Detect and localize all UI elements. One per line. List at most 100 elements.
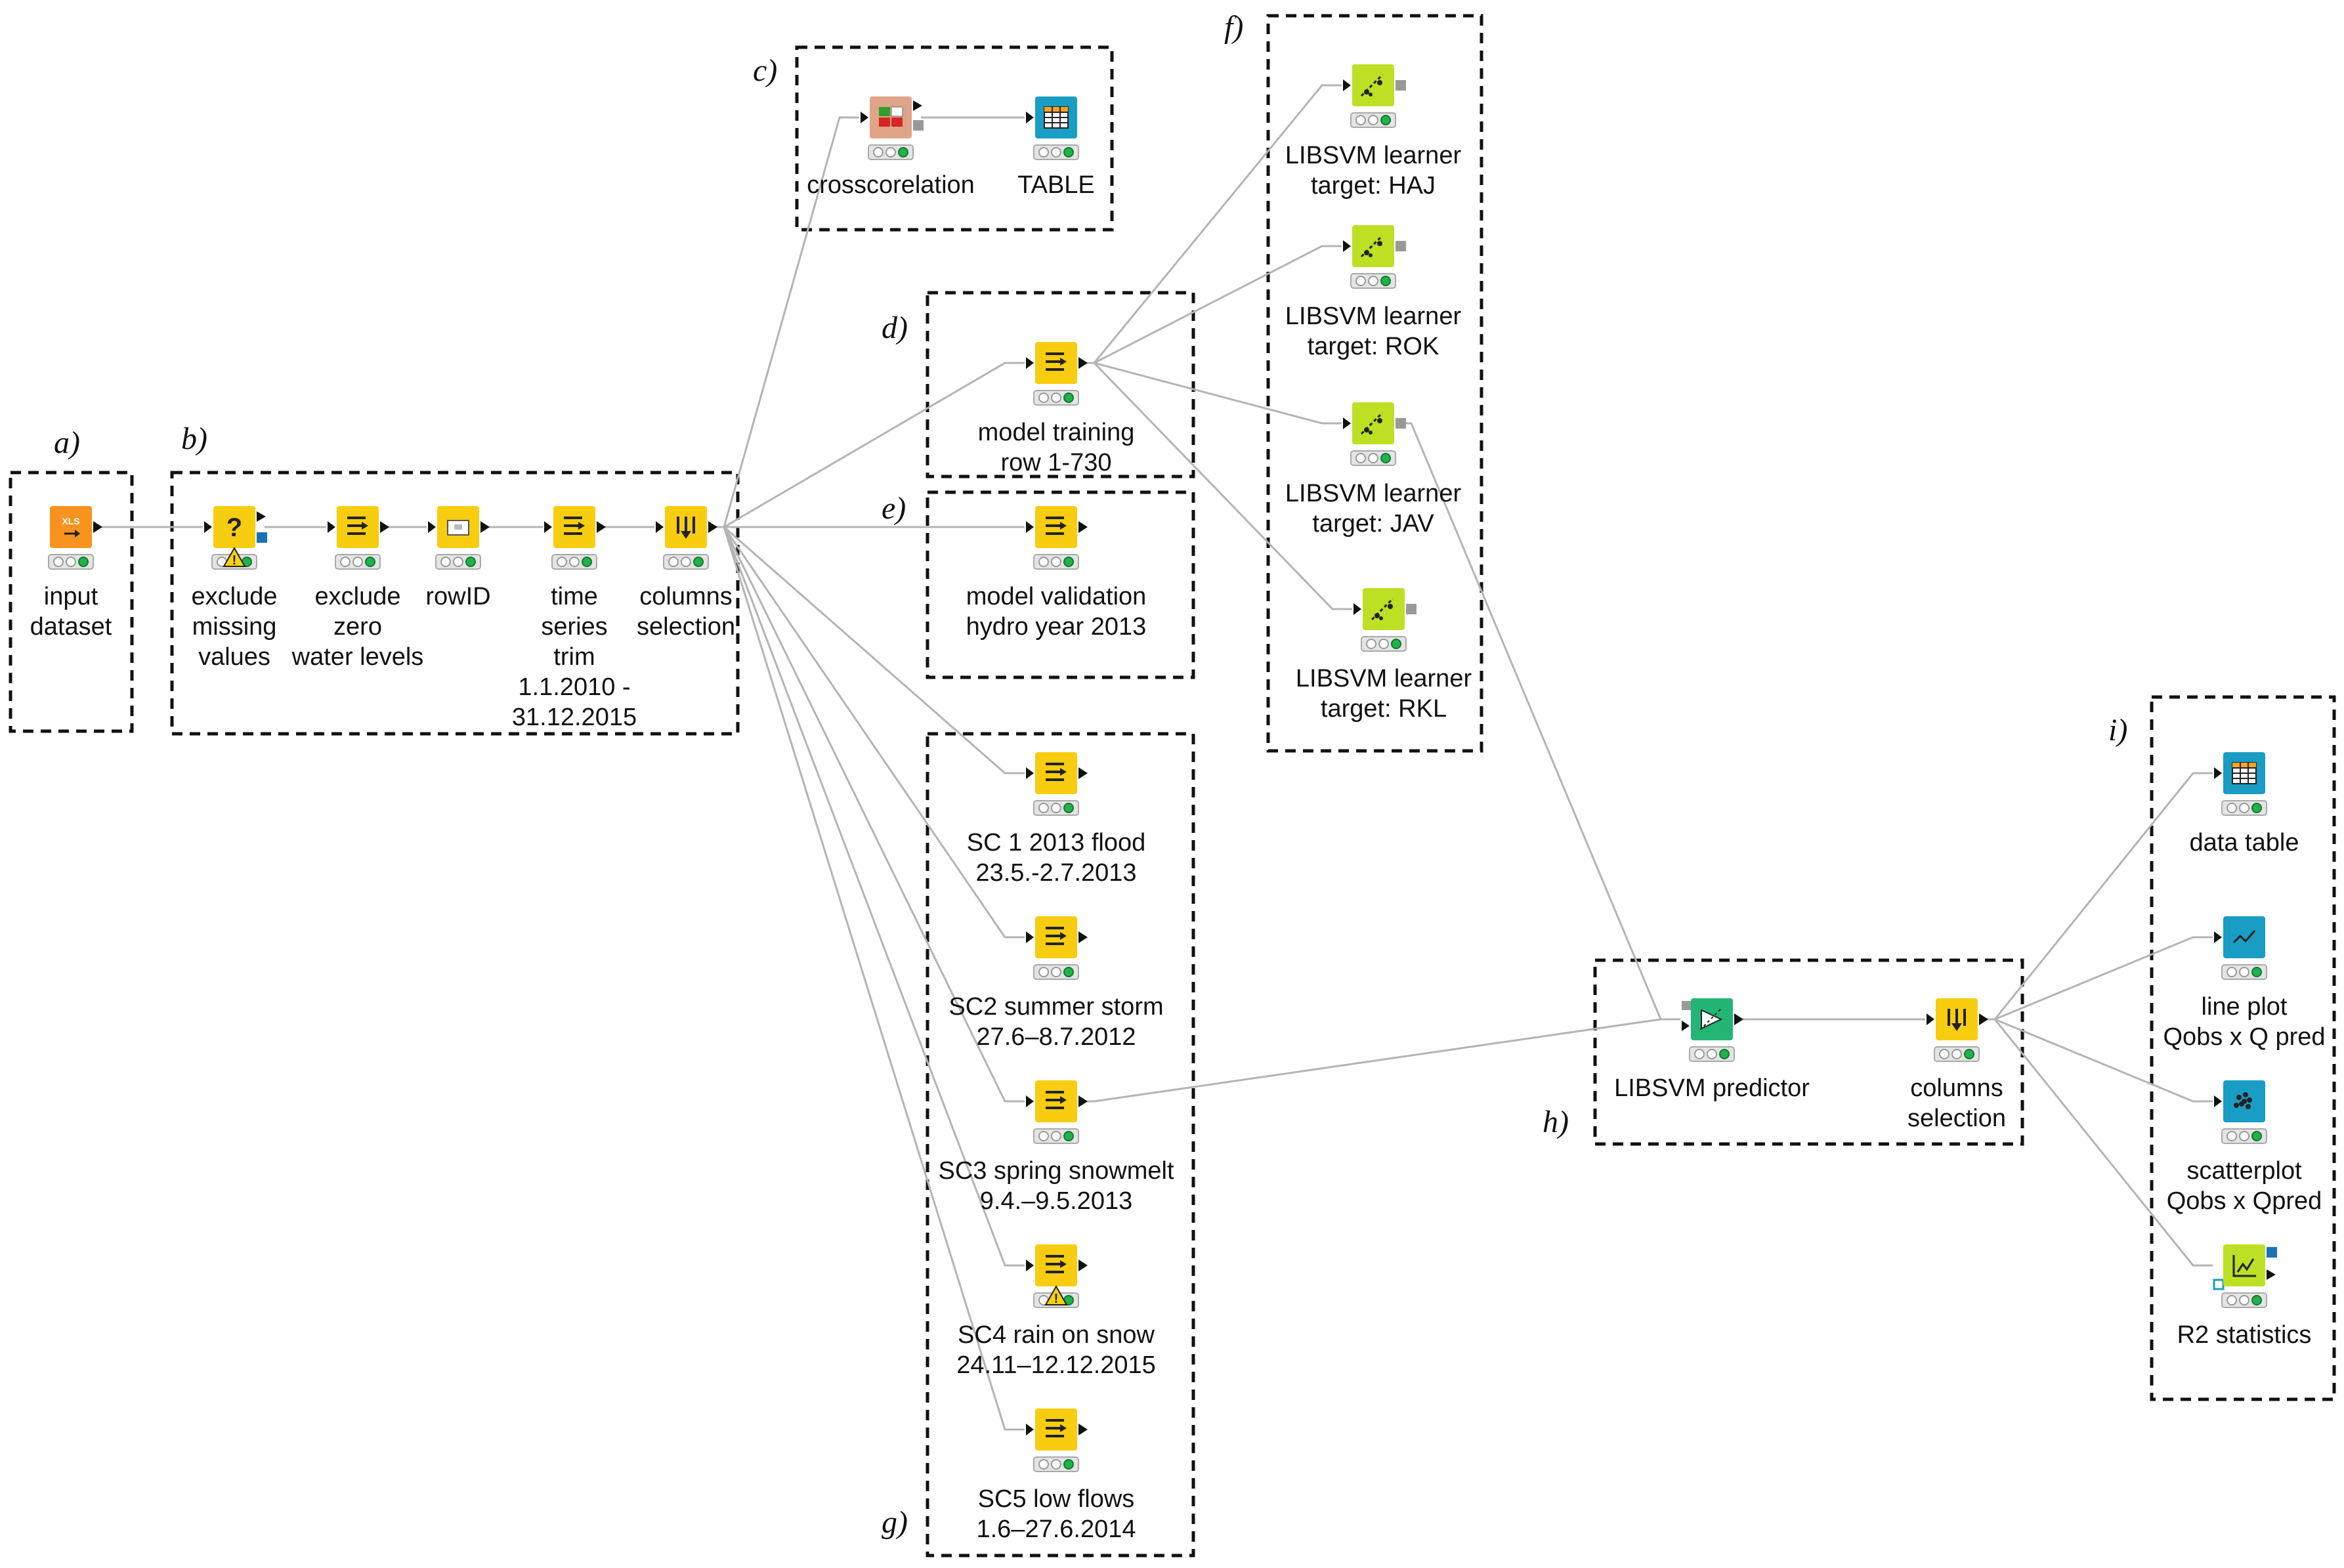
edge-colsel2-r2 — [1987, 1018, 2213, 1267]
node-sc4[interactable]: ! — [1026, 1244, 1088, 1308]
node-datatable[interactable] — [2214, 752, 2267, 816]
group-label-e: e) — [882, 491, 906, 526]
node-label-line: selection — [637, 613, 735, 641]
status-lights — [1934, 1046, 1980, 1062]
warning-icon: ! — [1044, 1284, 1068, 1306]
node-label-line: R2 statistics — [2177, 1321, 2312, 1349]
node-sc3[interactable] — [1026, 1080, 1088, 1144]
node-label-line: LIBSVM learner — [1285, 142, 1462, 169]
node-zero[interactable] — [328, 506, 389, 570]
status-lights — [1033, 554, 1079, 570]
node-colsel2[interactable] — [1927, 998, 1988, 1062]
filter-icon — [1046, 1255, 1067, 1273]
node-rowid[interactable] — [428, 506, 490, 570]
node-label-line: 31.12.2015 — [511, 704, 637, 731]
node-trim[interactable] — [544, 506, 606, 570]
group-label-b: b) — [181, 421, 207, 456]
svg-text:!: ! — [1054, 1292, 1059, 1306]
status-lights — [2221, 964, 2267, 980]
svg-text:XLS: XLS — [62, 516, 79, 526]
svm-learner-icon — [1360, 234, 1384, 258]
node-label-line: columns — [639, 583, 733, 610]
node-sc1[interactable] — [1026, 752, 1088, 816]
group-label-g: g) — [882, 1505, 908, 1540]
table-icon — [1044, 106, 1069, 129]
node-body-input[interactable] — [50, 506, 92, 548]
node-label-line: trim — [553, 643, 595, 671]
status-lights — [1350, 273, 1396, 289]
node-label-table1: TABLE — [912, 170, 1201, 200]
node-label-line: target: HAJ — [1310, 172, 1436, 200]
node-label-line: 23.5.-2.7.2013 — [975, 859, 1137, 887]
node-jav[interactable] — [1343, 402, 1406, 466]
node-label-haj: LIBSVM learner target: HAJ — [1229, 140, 1518, 201]
node-input[interactable]: XLS — [48, 506, 102, 570]
node-r2[interactable] — [2213, 1244, 2277, 1308]
node-validation[interactable] — [1026, 506, 1088, 570]
node-missing[interactable]: ?! — [204, 506, 267, 570]
status-lights — [551, 554, 597, 570]
status-lights — [1350, 450, 1396, 466]
group-box-f — [1266, 14, 1483, 753]
node-lineplot[interactable] — [2214, 916, 2267, 980]
node-label-line: exclude — [191, 583, 278, 610]
node-scatter[interactable] — [2214, 1080, 2267, 1144]
node-crosscor[interactable] — [861, 96, 924, 160]
node-sc5[interactable] — [1026, 1409, 1088, 1472]
xls-reader-icon: XLS — [62, 516, 80, 538]
node-table1[interactable] — [1026, 96, 1079, 160]
node-label-line: SC2 summer storm — [948, 993, 1164, 1021]
node-haj[interactable] — [1343, 64, 1406, 128]
node-body-rok[interactable] — [1352, 225, 1394, 267]
node-rok[interactable] — [1343, 225, 1406, 289]
status-lights — [2221, 800, 2267, 816]
edge-sc3-predictor — [1086, 1018, 1680, 1103]
node-label-line: zero — [333, 613, 382, 641]
node-body-rkl[interactable] — [1363, 588, 1405, 630]
line-plot-icon — [2232, 930, 2256, 944]
node-label-line: columns — [1910, 1074, 2003, 1102]
node-sc2[interactable] — [1026, 916, 1088, 980]
node-label-line: exclude — [314, 583, 401, 610]
node-label-line: row 1-730 — [1000, 449, 1112, 477]
column-filter-icon — [677, 517, 695, 539]
scorer-icon — [2232, 1255, 2256, 1277]
node-label-line: target: RKL — [1320, 695, 1447, 723]
node-label-line: series — [541, 613, 608, 641]
node-body-haj[interactable] — [1352, 64, 1394, 106]
status-lights — [435, 554, 481, 570]
filter-icon — [1046, 517, 1067, 535]
node-body-missing[interactable] — [213, 506, 255, 548]
node-colsel1[interactable] — [656, 506, 717, 570]
status-lights — [663, 554, 709, 570]
node-label-line: missing — [192, 613, 277, 641]
status-lights — [2221, 1292, 2267, 1308]
svg-text:?: ? — [226, 513, 242, 542]
node-body-jav[interactable] — [1352, 402, 1394, 444]
node-body-crosscor[interactable] — [870, 96, 912, 138]
node-rkl[interactable] — [1353, 588, 1417, 652]
status-lights — [1033, 1456, 1079, 1472]
group-box-i — [2150, 695, 2336, 1401]
status-lights — [335, 554, 381, 570]
node-predictor[interactable] — [1682, 998, 1743, 1062]
node-body-lineplot[interactable] — [2223, 916, 2265, 958]
status-lights — [1033, 800, 1079, 816]
node-label-line: 1.6–27.6.2014 — [976, 1515, 1136, 1543]
node-training[interactable] — [1026, 342, 1088, 406]
node-label-line: 24.11–12.12.2015 — [956, 1351, 1156, 1379]
filter-icon — [1046, 352, 1067, 371]
status-lights — [1033, 964, 1079, 980]
node-label-line: model training — [977, 419, 1135, 446]
